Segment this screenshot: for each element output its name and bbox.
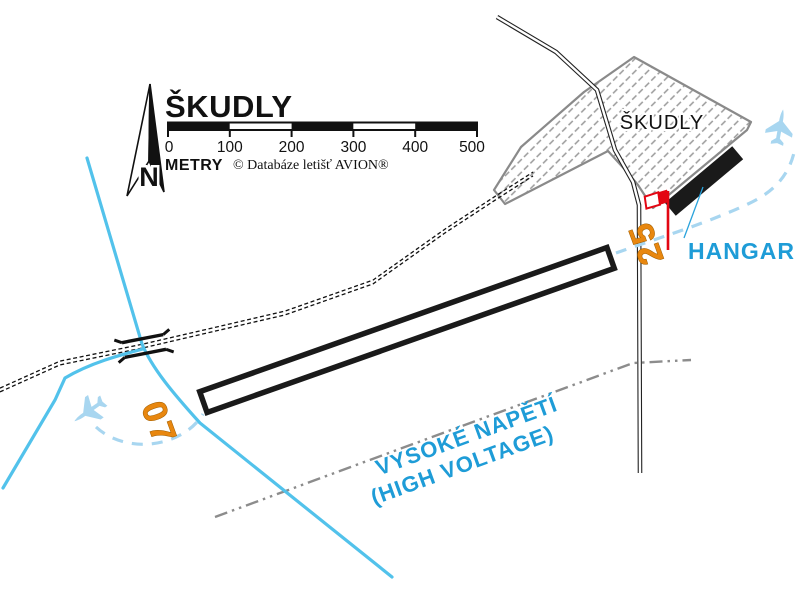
hangar-building — [664, 146, 744, 216]
windsock-icon — [643, 189, 670, 250]
airplane-icon-west — [74, 395, 108, 422]
road — [495, 15, 643, 474]
village-hatch — [492, 55, 753, 210]
scale-unit-label: METRY — [165, 157, 223, 174]
circuit-path-west — [94, 413, 205, 446]
stream — [1, 156, 394, 579]
village-area — [492, 55, 753, 210]
runway-ident-25: 25 — [620, 215, 672, 270]
power-line-label: VYSOKÉ NAPĚTÍ (HIGH VOLTAGE) — [367, 391, 560, 509]
hangar-leader-line — [683, 186, 704, 239]
road-core — [496, 15, 642, 474]
scale-bar: 0 100 200 300 400 500 METRY © Databáze l… — [165, 121, 485, 174]
trail-path — [0, 171, 534, 393]
north-arrow-icon: N — [126, 83, 165, 197]
stream-main — [85, 156, 394, 579]
svg-text:25: 25 — [621, 215, 672, 269]
scale-label-100: 100 — [217, 139, 243, 156]
stream-branch — [1, 347, 145, 490]
scale-label-200: 200 — [279, 139, 305, 156]
scale-label-300: 300 — [340, 139, 366, 156]
runway-outline — [196, 244, 618, 416]
circuit-path-east — [615, 147, 797, 255]
trail-line-lower — [0, 175, 534, 393]
village-label: ŠKUDLY — [620, 111, 705, 134]
scale-label-400: 400 — [402, 139, 428, 156]
scale-label-0: 0 — [165, 139, 174, 156]
copyright-text: © Databáze letišť AVION® — [233, 158, 389, 173]
svg-text:07: 07 — [133, 396, 184, 450]
airplane-icon-east — [765, 109, 793, 146]
hangar-label: HANGAR — [688, 238, 795, 264]
trail-line-upper — [0, 171, 534, 389]
circuit-paths — [94, 147, 797, 446]
scale-label-500: 500 — [459, 139, 485, 156]
runway-ident-07: 07 — [133, 396, 185, 451]
north-label: N — [139, 162, 159, 192]
map-title: ŠKUDLY — [165, 88, 293, 124]
bridge-icon — [113, 328, 175, 364]
